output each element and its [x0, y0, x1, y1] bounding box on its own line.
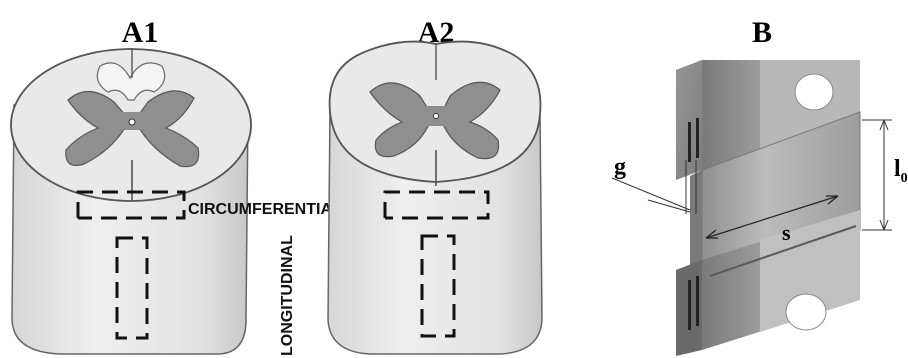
upper-clamp-hole	[795, 74, 833, 110]
length-label-subscript: 0	[901, 171, 908, 186]
dimension-length-line	[862, 120, 892, 230]
circumferential-label: CIRCUMFERENTIAL	[188, 201, 342, 218]
panel-a2: A2	[328, 16, 542, 354]
panel-a1-title: A1	[122, 16, 159, 49]
lower-clamp-hole	[786, 294, 826, 330]
central-canal	[129, 119, 135, 125]
tensile-test-fixture	[612, 60, 892, 356]
panel-b-title: B	[752, 16, 772, 49]
width-label: s	[782, 220, 791, 245]
panel-a1: A1	[11, 16, 251, 354]
gap-label: g	[614, 154, 626, 180]
spinal-cord-a2	[328, 42, 542, 354]
central-canal	[434, 114, 439, 119]
length-label: l0	[894, 156, 908, 186]
longitudinal-label: LONGITUDINAL	[279, 235, 296, 356]
panel-b: B	[612, 16, 908, 356]
